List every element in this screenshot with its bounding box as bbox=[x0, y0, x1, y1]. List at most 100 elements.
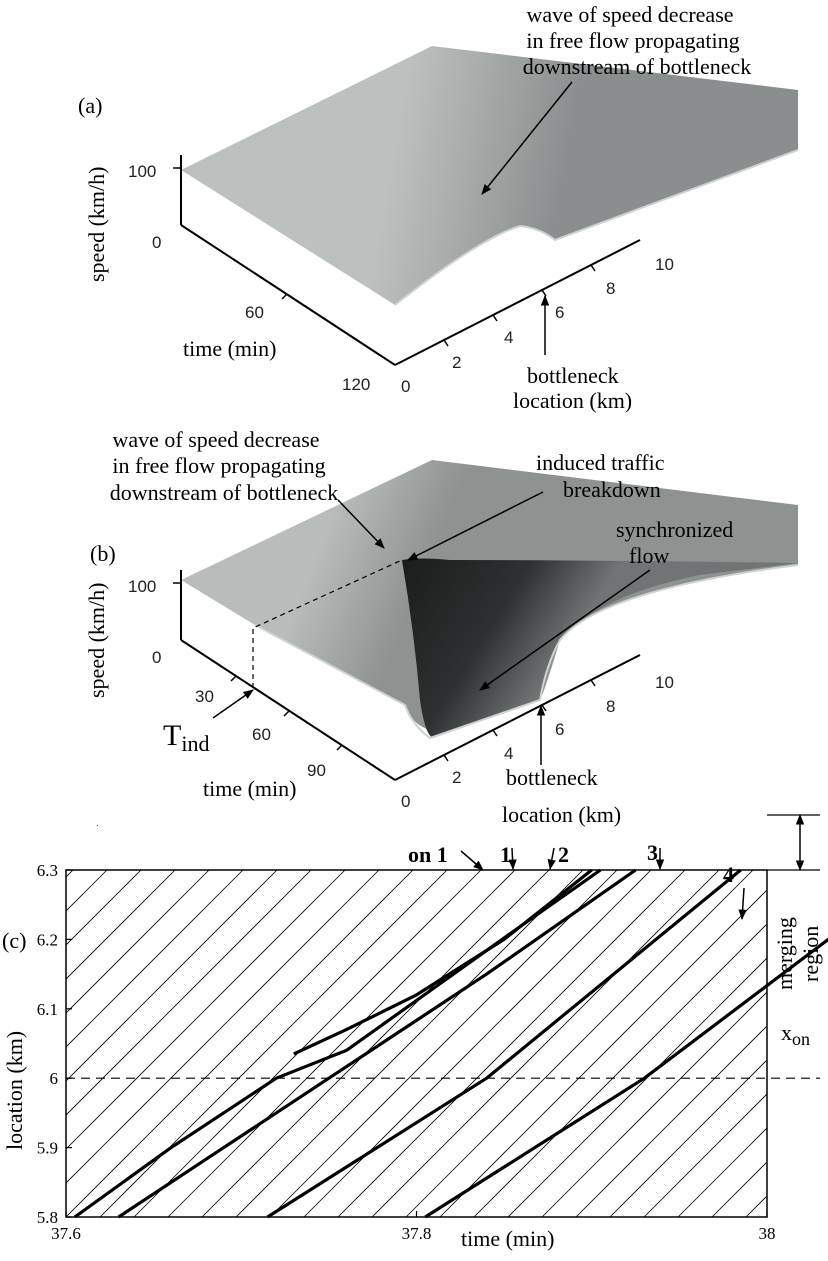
x-tick-label: 38 bbox=[759, 1224, 776, 1243]
hatch-line bbox=[677, 1127, 767, 1217]
trajectory-label-on1: on 1 bbox=[408, 842, 448, 867]
panel-b-annotation-line1: wave of speed decrease bbox=[112, 427, 319, 452]
trajectory-3 bbox=[266, 868, 742, 1219]
hatch-line bbox=[814, 817, 828, 1217]
stray-dot: . bbox=[96, 818, 99, 829]
trajectory-label-2: 2 bbox=[558, 842, 569, 867]
y-tick-label: 6 bbox=[50, 1069, 59, 1088]
panel-b-bottleneck-title-line1: bottleneck bbox=[506, 765, 598, 790]
panel-b-location-tick-label-2: 2 bbox=[452, 768, 461, 787]
panel-b-time-tick-label-90: 90 bbox=[307, 761, 326, 780]
panel-a-time-axis bbox=[180, 224, 396, 366]
panel-b-time-ticks bbox=[230, 675, 343, 751]
panel-b-location-tick-label-0: 0 bbox=[401, 792, 410, 811]
merging-region-label-line1: merging bbox=[772, 917, 797, 990]
panel-a-annotation-line1: wave of speed decrease bbox=[526, 2, 733, 27]
panel-a-annotation-line3: downstream of bottleneck bbox=[523, 54, 752, 79]
hatch-line bbox=[371, 870, 720, 1217]
panel-a-annotation-line2: in free flow propagating bbox=[526, 28, 739, 53]
y-tick-label: 6.3 bbox=[37, 861, 58, 880]
hatch-line bbox=[66, 870, 380, 1184]
trajectory-on1 bbox=[293, 868, 593, 1056]
hatch-line bbox=[66, 870, 142, 946]
panel-a-speed-tick-label-0: 0 bbox=[152, 233, 161, 252]
hatch-line bbox=[201, 870, 550, 1217]
panel-a-speed-tick-label-100: 100 bbox=[128, 162, 156, 181]
panel-b-synchronized-arrow bbox=[479, 569, 651, 691]
panel-b: (b) 100 0 30 60 90 0 2 4 bbox=[84, 427, 799, 827]
panel-a-annotation-arrow bbox=[481, 81, 573, 195]
panel-b-tind-label: Tind bbox=[163, 719, 209, 756]
trajectory-label-3: 3 bbox=[647, 840, 658, 865]
trajectory-label-4: 4 bbox=[723, 862, 734, 887]
hatch-line bbox=[337, 870, 686, 1217]
panel-b-breakdown-arrow bbox=[407, 491, 544, 561]
panel-b-location-tick-label-10: 10 bbox=[655, 673, 674, 692]
panel-a-location-tick-label-2: 2 bbox=[452, 353, 461, 372]
trajectory-label-1: 1 bbox=[500, 842, 511, 867]
panel-a-location-tick-label-6: 6 bbox=[555, 303, 564, 322]
hatch-line bbox=[66, 870, 312, 1116]
hatch-line bbox=[507, 957, 767, 1217]
panel-b-location-axis bbox=[394, 654, 641, 781]
merging-region-marker bbox=[767, 813, 820, 872]
y-tick-label: 5.8 bbox=[37, 1208, 58, 1227]
panel-a-bottleneck-title-line1: bottleneck bbox=[527, 363, 619, 388]
panel-b-speed-tick-label-0: 0 bbox=[152, 648, 161, 667]
panel-b-label: (b) bbox=[90, 541, 116, 566]
hatch-line bbox=[66, 870, 346, 1150]
hatch-line bbox=[575, 1025, 767, 1217]
panel-b-time-tick-label-30: 30 bbox=[195, 687, 214, 706]
panel-b-synchronized-region bbox=[402, 558, 798, 738]
merging-region-label-line2: region bbox=[798, 926, 823, 982]
hatch-line bbox=[235, 870, 584, 1217]
trajectory-4 bbox=[424, 937, 828, 1219]
panel-b-location-tick-label-6: 6 bbox=[555, 720, 564, 739]
hatch-line bbox=[643, 1093, 767, 1217]
panel-a-location-tick-label-4: 4 bbox=[504, 328, 513, 347]
panel-b-annotation-line3: downstream of bottleneck bbox=[110, 480, 339, 505]
panel-b-surface-edge bbox=[254, 564, 799, 740]
hatch-line bbox=[609, 1059, 767, 1217]
panel-a-surface-edge bbox=[394, 149, 799, 306]
hatch-line bbox=[66, 870, 74, 878]
panel-b-annotation-arrow bbox=[337, 499, 385, 549]
panel-c-trajectories bbox=[73, 868, 828, 1219]
panel-b-breakdown-line1: induced traffic bbox=[536, 450, 665, 475]
panel-b-time-axis-title: time (min) bbox=[203, 776, 296, 801]
panel-a-bottleneck-title-line2: location (km) bbox=[513, 388, 632, 413]
panel-a-time-axis-title: time (min) bbox=[183, 336, 276, 361]
hatch-line bbox=[439, 889, 767, 1217]
hatch-line bbox=[66, 870, 176, 980]
panel-b-annotation-line2: in free flow propagating bbox=[112, 453, 325, 478]
hatch-line bbox=[66, 870, 414, 1217]
panel-a-speed-axis-title: speed (km/h) bbox=[84, 167, 109, 282]
panel-a-location-tick-label-8: 8 bbox=[606, 279, 615, 298]
hatch-line bbox=[66, 870, 108, 912]
panel-b-location-tick-label-8: 8 bbox=[606, 697, 615, 716]
panel-b-tind-dashed-line bbox=[252, 559, 403, 688]
hatch-line bbox=[66, 870, 210, 1014]
hatch-line bbox=[745, 1195, 767, 1217]
hatch-line bbox=[780, 817, 828, 1217]
panel-b-breakdown-line2: breakdown bbox=[563, 477, 661, 502]
y-tick-label: 6.2 bbox=[37, 930, 58, 949]
panel-b-bottleneck-title-line2: location (km) bbox=[502, 802, 621, 827]
panel-a-time-tick-label-60: 60 bbox=[245, 303, 264, 322]
y-tick-label: 6.1 bbox=[37, 1000, 58, 1019]
y-tick-label: 5.9 bbox=[37, 1139, 58, 1158]
panel-a-surface bbox=[181, 46, 798, 305]
panel-a-time-tick bbox=[281, 293, 288, 300]
panel-b-location-tick-label-4: 4 bbox=[504, 744, 513, 763]
panel-c-y-axis-title: location (km) bbox=[2, 1031, 27, 1150]
panel-b-time-axis bbox=[180, 639, 396, 781]
panel-a-label: (a) bbox=[78, 93, 102, 118]
panel-a-time-tick-label-120: 120 bbox=[342, 375, 370, 394]
hatch-line bbox=[473, 923, 767, 1217]
panel-b-time-tick-label-60: 60 bbox=[252, 725, 271, 744]
panel-a-location-ticks bbox=[443, 264, 596, 347]
hatch-line bbox=[405, 870, 754, 1217]
trajectory-1 bbox=[73, 868, 602, 1219]
